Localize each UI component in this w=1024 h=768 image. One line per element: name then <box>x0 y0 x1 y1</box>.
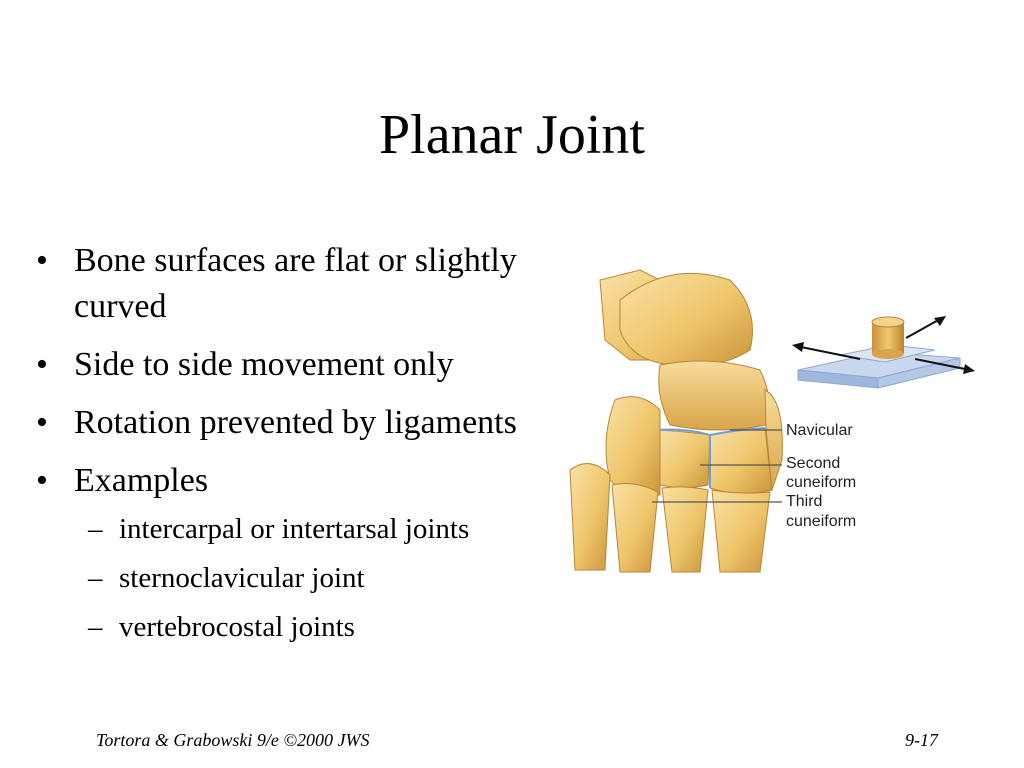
arrow-head-icon <box>792 342 804 352</box>
sub-bullet-text: vertebrocostal joints <box>119 611 355 643</box>
movement-arrow <box>914 358 971 371</box>
bullet-marker: • <box>36 404 48 441</box>
cylinder-bottom <box>872 349 904 359</box>
movement-arrow <box>795 345 861 360</box>
third-cuneiform-label-line2: cuneiform <box>786 513 856 530</box>
foot-bones-svg: Navicular Second cuneiform Third cuneifo… <box>569 269 975 573</box>
bullet-marker: • <box>36 462 48 499</box>
talus-bone <box>619 272 753 367</box>
metatarsal-bone <box>611 483 659 573</box>
planar-joint-line <box>659 428 711 488</box>
bullet-text: Rotation prevented by ligaments <box>74 404 517 441</box>
foot-bones-illustration: Navicular Second cuneiform Third cuneifo… <box>560 260 1000 580</box>
footer-citation: Tortora & Grabowski 9/e ©2000 JWS <box>96 730 370 750</box>
second-cuneiform-bone <box>659 429 711 488</box>
metatarsal-bone <box>661 486 709 573</box>
bullet-text: Bone surfaces are flat or slightly curve… <box>74 242 517 325</box>
sub-bullet-text: sternoclavicular joint <box>119 562 365 594</box>
bullet-marker: • <box>36 346 48 383</box>
dash-marker: – <box>88 562 103 594</box>
movement-arrow <box>905 317 943 339</box>
navicular-label: Navicular <box>786 422 853 439</box>
planar-joint-model <box>792 316 975 389</box>
arrow-head-icon <box>963 364 975 374</box>
third-cuneiform-label-line1: Third <box>786 493 822 510</box>
arrow-head-icon <box>934 316 946 326</box>
metatarsal-bone <box>711 489 771 573</box>
bullet-text: Side to side movement only <box>74 346 454 383</box>
bullet-item: • Examples – intercarpal or intertarsal … <box>32 458 552 646</box>
metatarsal-bone <box>569 463 611 571</box>
slide-title: Planar Joint <box>379 104 645 166</box>
navicular-bone <box>658 360 770 431</box>
sub-bullet-item: – vertebrocostal joints <box>32 608 552 646</box>
dash-marker: – <box>88 513 103 545</box>
bullet-text: Examples <box>74 462 209 499</box>
bullet-item: • Rotation prevented by ligaments <box>32 400 552 446</box>
slide-number: 9-17 <box>905 730 938 750</box>
bullet-item: • Bone surfaces are flat or slightly cur… <box>32 238 552 330</box>
bullet-list: • Bone surfaces are flat or slightly cur… <box>32 238 552 658</box>
bullet-marker: • <box>36 242 48 279</box>
sub-bullet-item: – sternoclavicular joint <box>32 559 552 597</box>
third-cuneiform-bone <box>709 427 773 494</box>
medial-cuneiform-bone <box>605 396 661 497</box>
planar-joint-line <box>709 427 766 436</box>
second-cuneiform-label-line2: cuneiform <box>786 474 856 491</box>
bullet-item: • Side to side movement only <box>32 342 552 388</box>
sub-bullet-text: intercarpal or intertarsal joints <box>119 513 470 545</box>
second-cuneiform-label-line1: Second <box>786 455 840 472</box>
dash-marker: – <box>88 611 103 643</box>
sub-bullet-item: – intercarpal or intertarsal joints <box>32 510 552 548</box>
cylinder-top <box>871 316 905 328</box>
sub-bullet-list: – intercarpal or intertarsal joints – st… <box>74 510 552 646</box>
